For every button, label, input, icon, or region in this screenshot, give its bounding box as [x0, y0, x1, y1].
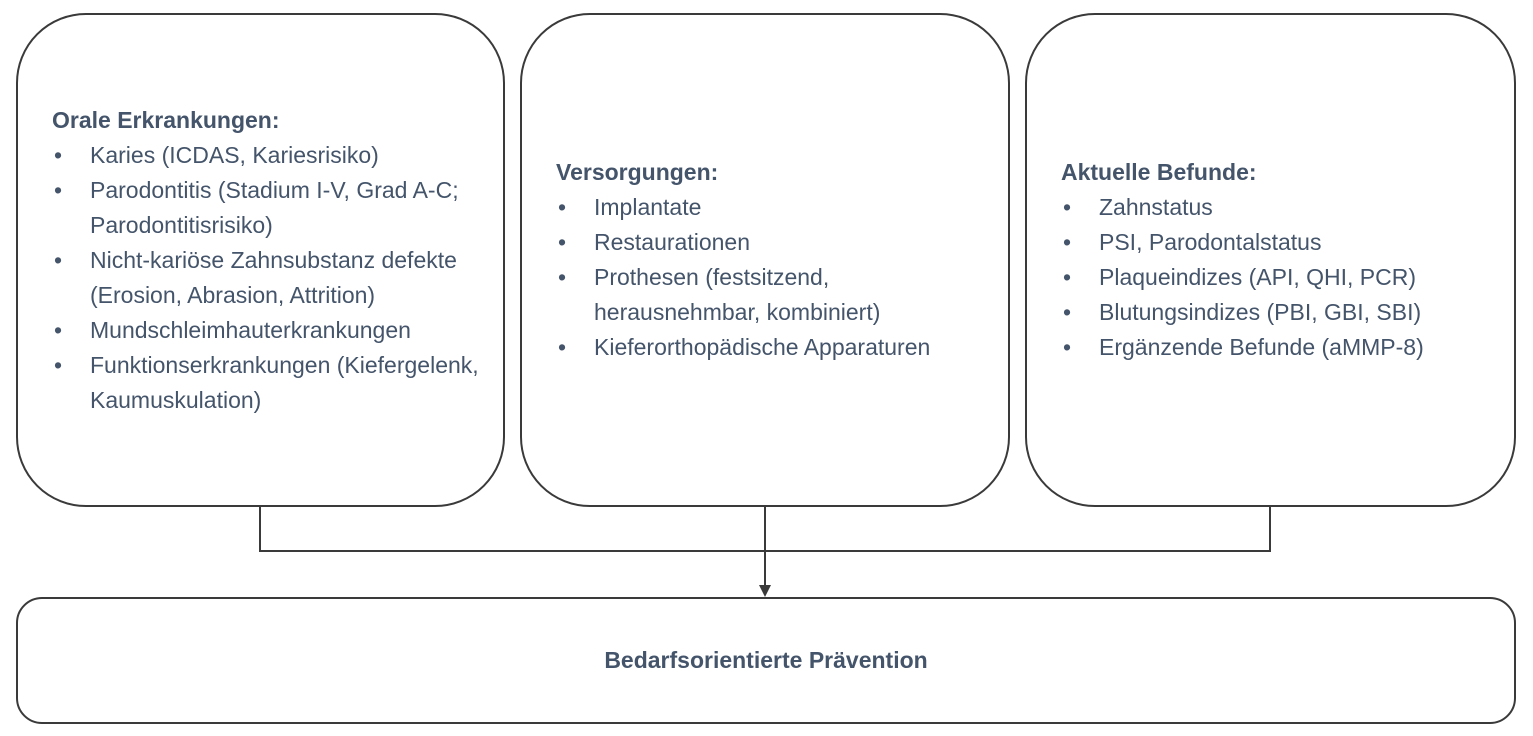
bullet-list: Zahnstatus PSI, Parodontalstatus Plaquei…	[1061, 190, 1424, 365]
list-item: Karies (ICDAS, Kariesrisiko)	[52, 138, 491, 173]
list-item: Blutungsindizes (PBI, GBI, SBI)	[1061, 295, 1424, 330]
list-item: Prothesen (festsitzend, herausnehmbar, k…	[556, 260, 996, 330]
target-label: Bedarfsorientierte Prävention	[604, 647, 928, 673]
box-orale-erkrankungen: Orale Erkrankungen: Karies (ICDAS, Karie…	[16, 13, 505, 507]
box-bedarfsorientierte-praevention: Bedarfsorientierte Prävention	[16, 597, 1516, 724]
list-item: Zahnstatus	[1061, 190, 1424, 225]
box-versorgungen: Versorgungen: Implantate Restaurationen …	[520, 13, 1010, 507]
bullet-list: Implantate Restaurationen Prothesen (fes…	[556, 190, 996, 365]
list-item: Implantate	[556, 190, 996, 225]
list-item: Ergänzende Befunde (aMMP-8)	[1061, 330, 1424, 365]
list-item: Nicht-kariöse Zahnsubstanz defekte (Eros…	[52, 243, 491, 313]
box-heading: Orale Erkrankungen:	[52, 106, 280, 133]
bullet-list: Karies (ICDAS, Kariesrisiko) Parodontiti…	[52, 138, 491, 418]
arrow-head-icon	[759, 585, 771, 597]
list-item: Plaqueindizes (API, QHI, PCR)	[1061, 260, 1424, 295]
box-aktuelle-befunde: Aktuelle Befunde: Zahnstatus PSI, Parodo…	[1025, 13, 1516, 507]
list-item: Parodontitis (Stadium I-V, Grad A-C; Par…	[52, 173, 491, 243]
list-item: Funktionserkrankungen (Kiefergelenk, Kau…	[52, 348, 491, 418]
box-heading: Versorgungen:	[556, 159, 719, 185]
box-heading: Aktuelle Befunde:	[1061, 159, 1257, 185]
list-item: Kieferorthopädische Apparaturen	[556, 330, 996, 365]
list-item: Restaurationen	[556, 225, 996, 260]
list-item: Mundschleimhauterkrankungen	[52, 313, 491, 348]
list-item: PSI, Parodontalstatus	[1061, 225, 1424, 260]
